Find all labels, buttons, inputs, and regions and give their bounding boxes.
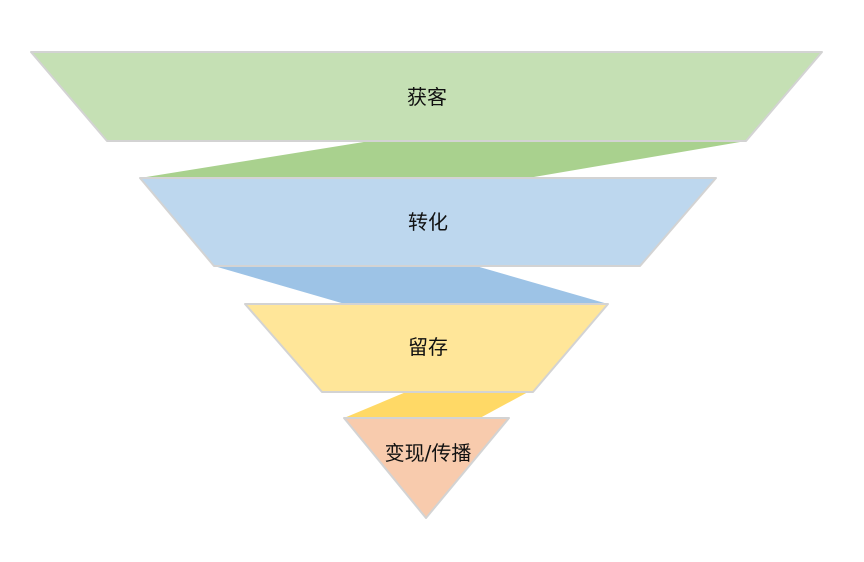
funnel-stage-monetization <box>343 417 510 519</box>
stage-label-monetization: 变现/传播 <box>385 441 472 465</box>
stage-label-acquisition: 获客 <box>407 85 447 109</box>
connector-band-3 <box>344 392 528 418</box>
funnel-stage-retention <box>244 303 609 393</box>
connector-band-2 <box>214 266 608 304</box>
connector-band-1 <box>140 141 746 178</box>
stage-label-retention: 留存 <box>408 335 448 359</box>
funnel-stage-conversion <box>139 177 717 267</box>
funnel-stage-acquisition <box>30 51 823 142</box>
stage-label-conversion: 转化 <box>408 210 448 234</box>
